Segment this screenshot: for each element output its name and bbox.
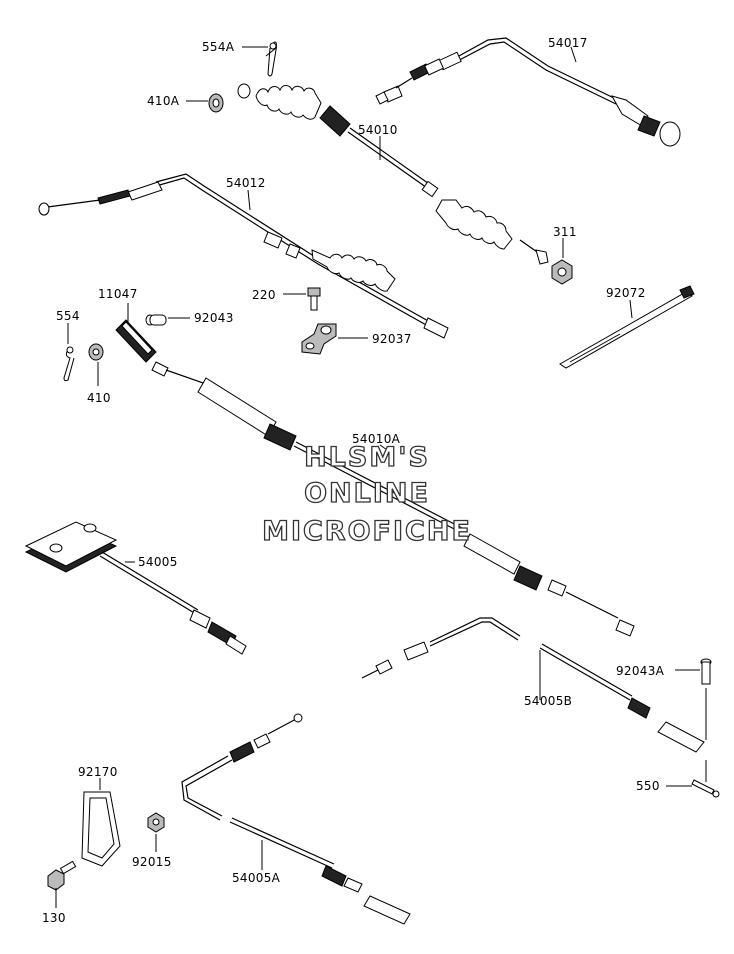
label-54010: 54010 (358, 123, 398, 137)
watermark: HLSM'S ONLINE MICROFICHE (261, 441, 472, 547)
cable-54012 (38, 173, 449, 339)
cable-54005B (361, 617, 705, 753)
label-92072: 92072 (606, 286, 646, 300)
clip-554 (63, 346, 75, 382)
cable-54017 (375, 37, 681, 147)
label-54012: 54012 (226, 176, 266, 190)
bolt-220 (307, 287, 321, 311)
label-54005A: 54005A (232, 871, 281, 885)
nut-311 (551, 259, 573, 285)
cable-54010 (237, 83, 549, 265)
label-130: 130 (42, 911, 66, 925)
part-labels: 554A 54017 410A 54010 54012 311 11047 22… (42, 36, 665, 925)
label-11047: 11047 (98, 287, 138, 301)
label-550: 550 (636, 779, 660, 793)
cable-54005A (181, 713, 411, 925)
label-554A: 554A (202, 40, 235, 54)
nut-92015 (147, 812, 165, 833)
label-54010A: 54010A (352, 432, 401, 446)
pin-92043A (700, 658, 712, 685)
label-311: 311 (553, 225, 577, 239)
watermark-line-2: ONLINE (304, 478, 430, 509)
label-554: 554 (56, 309, 80, 323)
label-92015: 92015 (132, 855, 172, 869)
bracket-92170 (81, 791, 121, 867)
label-410: 410 (87, 391, 111, 405)
pin-92043 (145, 314, 167, 326)
clip-550 (691, 779, 720, 798)
washer-410A (208, 93, 224, 113)
watermark-line-1: HLSM'S (304, 442, 430, 473)
washer-410 (88, 343, 104, 361)
hair-pin-clip-554A (265, 41, 277, 77)
lever-block-11047 (115, 319, 157, 363)
label-92037: 92037 (372, 332, 412, 346)
label-54005B: 54005B (524, 694, 572, 708)
label-220: 220 (252, 288, 276, 302)
cable-tie-92072 (559, 285, 695, 369)
label-92043: 92043 (194, 311, 234, 325)
label-92170: 92170 (78, 765, 118, 779)
label-410A: 410A (147, 94, 180, 108)
watermark-line-3: MICROFICHE (262, 516, 472, 547)
label-92043A: 92043A (616, 664, 665, 678)
clamp-92037 (301, 323, 337, 355)
bolt-130 (47, 860, 77, 891)
label-54017: 54017 (548, 36, 588, 50)
label-54005: 54005 (138, 555, 178, 569)
cable-54010A (151, 361, 635, 637)
cable-54005 (24, 521, 247, 655)
